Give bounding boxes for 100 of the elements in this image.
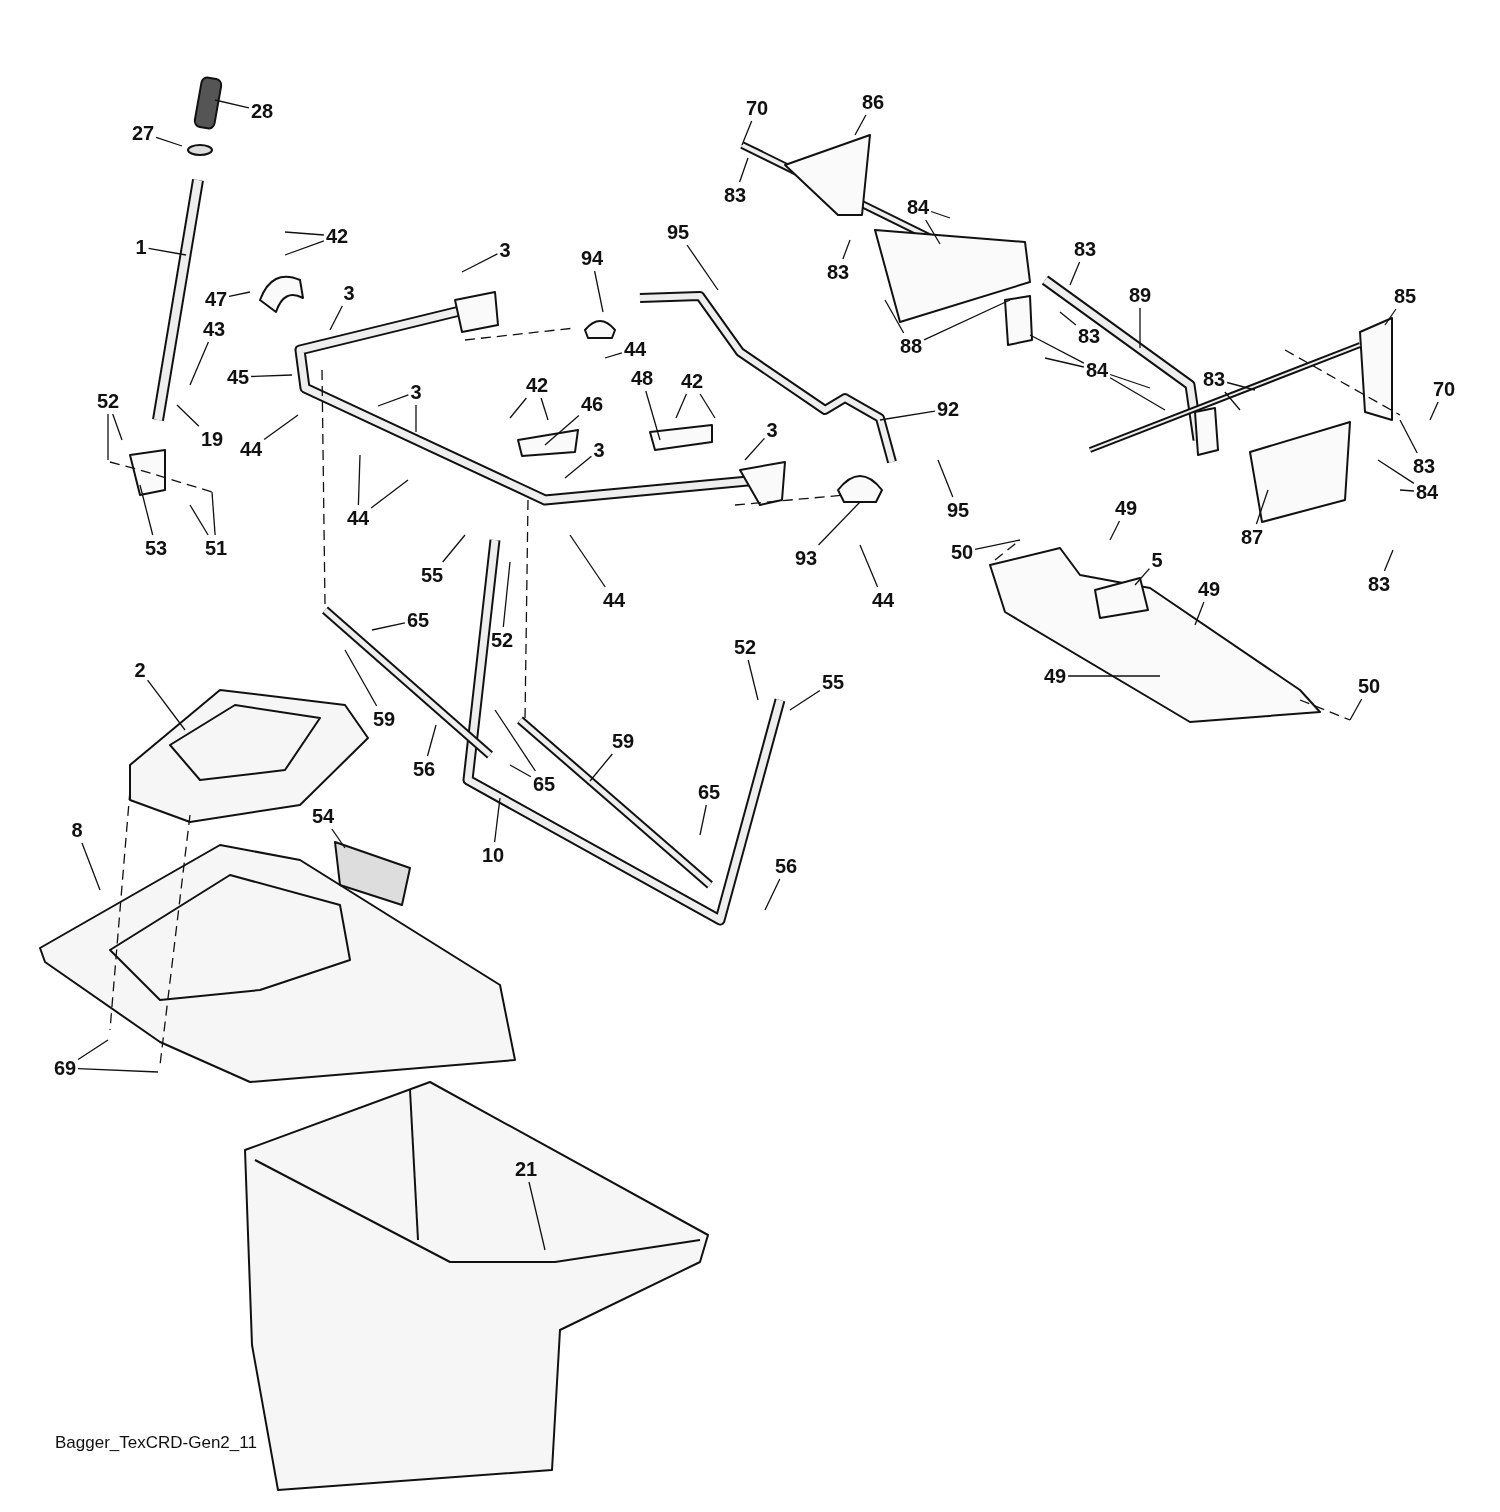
leader-line <box>854 114 867 136</box>
leader-line <box>569 534 606 588</box>
leader-line <box>1059 311 1077 326</box>
leader-line <box>284 231 325 236</box>
leader-line <box>699 393 716 419</box>
callout-number: 44 <box>239 438 263 460</box>
callout-number: 49 <box>1197 578 1221 600</box>
callout-number: 27 <box>131 122 155 144</box>
callout-number: 19 <box>200 428 224 450</box>
leader-line <box>930 210 951 219</box>
leader-line <box>879 410 936 421</box>
leader-line <box>789 689 821 711</box>
leader-line <box>1384 308 1397 326</box>
callout-number: 49 <box>1043 665 1067 687</box>
callout-number: 93 <box>794 547 818 569</box>
callout-number: 52 <box>490 629 514 651</box>
callout-number: 83 <box>1202 368 1226 390</box>
callout-number: 44 <box>346 507 370 529</box>
leader-line <box>509 397 528 419</box>
leader-line <box>540 397 549 421</box>
leader-line <box>1044 357 1085 368</box>
callout-number: 50 <box>1357 675 1381 697</box>
leader-line <box>1399 419 1418 454</box>
leader-line <box>1399 489 1415 492</box>
callout-number: 51 <box>204 537 228 559</box>
leader-line <box>937 459 954 498</box>
callout-number: 42 <box>525 374 549 396</box>
callout-number: 42 <box>325 225 349 247</box>
callout-number: 83 <box>826 261 850 283</box>
callout-number: 86 <box>861 91 885 113</box>
callout-number: 83 <box>1367 573 1391 595</box>
callout-number: 3 <box>766 419 778 441</box>
callout-number: 83 <box>1073 238 1097 260</box>
leader-line <box>1109 520 1121 541</box>
leader-line <box>1377 459 1415 485</box>
leader-line <box>509 764 532 778</box>
callout-number: 28 <box>250 100 274 122</box>
leader-line <box>461 253 499 273</box>
callout-number: 83 <box>723 184 747 206</box>
leader-line <box>146 679 186 731</box>
leader-line <box>925 219 941 245</box>
leader-line <box>371 622 406 631</box>
leader-line <box>228 291 251 297</box>
callout-number: 46 <box>580 393 604 415</box>
leader-line <box>77 1039 109 1061</box>
leader-line <box>331 828 346 849</box>
leader-line <box>1429 401 1439 421</box>
leader-line <box>1226 381 1256 391</box>
leader-line <box>1383 549 1394 572</box>
callout-number: 89 <box>1128 284 1152 306</box>
leader-line <box>1109 373 1151 389</box>
callout-number: 59 <box>611 730 635 752</box>
leader-line <box>370 479 409 509</box>
leader-line <box>564 455 593 479</box>
callout-number: 44 <box>602 589 626 611</box>
leader-line <box>284 240 325 256</box>
leader-line <box>589 753 613 782</box>
callout-number: 3 <box>593 439 605 461</box>
leader-line <box>189 341 210 386</box>
leader-line <box>1067 675 1161 677</box>
callout-number: 70 <box>1432 378 1456 400</box>
leader-line <box>107 413 109 461</box>
callout-number: 56 <box>774 855 798 877</box>
callout-number: 47 <box>204 288 228 310</box>
leader-line <box>923 299 1011 341</box>
leader-line <box>764 878 781 911</box>
callout-number: 84 <box>906 196 930 218</box>
leader-line <box>1139 307 1141 349</box>
leader-line <box>81 842 101 891</box>
leader-line <box>974 539 1021 550</box>
leader-line <box>744 437 766 461</box>
leader-line <box>842 239 851 260</box>
callout-number: 43 <box>202 318 226 340</box>
callout-number: 83 <box>1077 325 1101 347</box>
callout-number: 3 <box>410 381 422 403</box>
callout-number: 85 <box>1393 285 1417 307</box>
callout-number: 53 <box>144 537 168 559</box>
leader-line <box>493 797 501 843</box>
callout-number: 83 <box>1412 455 1436 477</box>
callout-number: 49 <box>1114 497 1138 519</box>
callout-number: 42 <box>680 370 704 392</box>
callout-number: 56 <box>412 758 436 780</box>
callout-number: 50 <box>950 541 974 563</box>
leader-line <box>415 404 417 433</box>
leader-line <box>442 534 466 563</box>
callout-number: 21 <box>514 1158 538 1180</box>
leader-line <box>211 491 216 536</box>
leader-line <box>377 394 410 407</box>
leader-line <box>112 413 123 441</box>
leader-line <box>1134 567 1151 586</box>
leader-line <box>699 804 707 836</box>
leader-line <box>817 501 861 546</box>
callout-number: 3 <box>499 239 511 261</box>
leader-line <box>645 390 661 441</box>
callout-number: 52 <box>733 636 757 658</box>
callout-number: 48 <box>630 367 654 389</box>
callout-number: 84 <box>1415 481 1439 503</box>
callout-number: 87 <box>1240 526 1264 548</box>
callout-number: 95 <box>946 499 970 521</box>
leader-line <box>1109 377 1166 411</box>
